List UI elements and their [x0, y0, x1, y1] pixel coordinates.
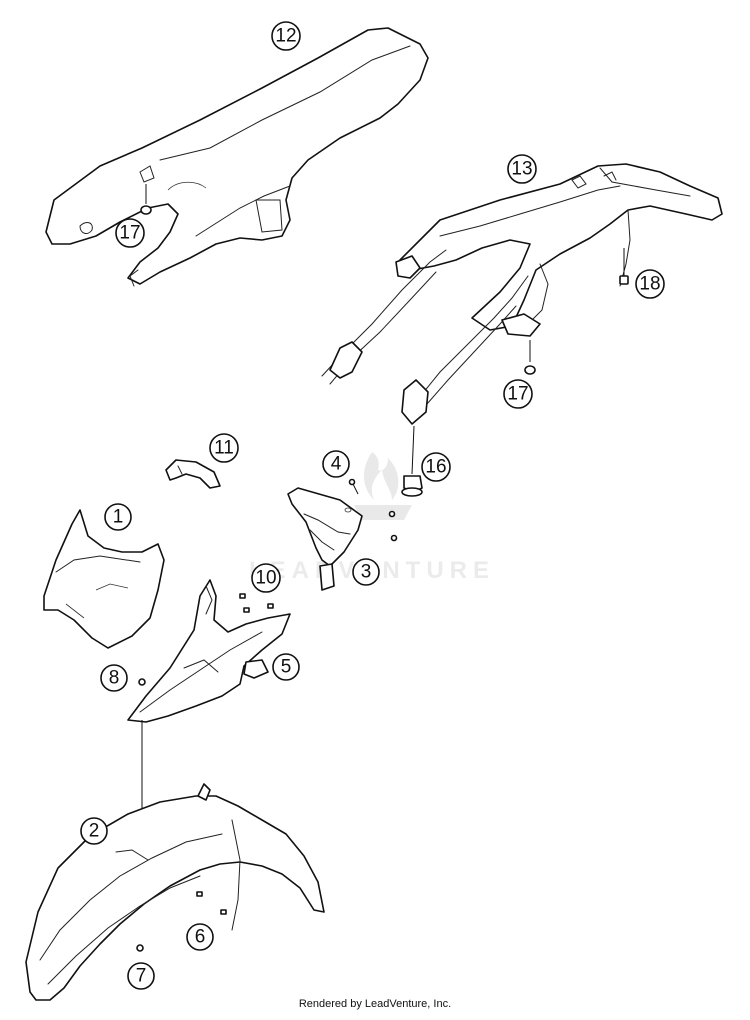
- callout-6: 6: [186, 923, 214, 951]
- svg-text:7: 7: [136, 966, 147, 987]
- callout-7: 7: [127, 962, 155, 990]
- callout-3: 3: [352, 558, 380, 586]
- callout-2: 2: [80, 817, 108, 845]
- part-16-rubber-mount: [401, 425, 423, 497]
- callout-5: 5: [272, 653, 300, 681]
- callout-10: 10: [251, 563, 281, 593]
- callout-11: 11: [209, 433, 239, 463]
- svg-text:8: 8: [109, 668, 120, 689]
- part-3-headlight-bracket: [287, 487, 363, 591]
- part-12-seat: [45, 27, 429, 287]
- part-4-screws: [348, 478, 398, 542]
- svg-text:3: 3: [361, 562, 372, 583]
- svg-text:17: 17: [507, 384, 528, 405]
- callout-8: 8: [100, 664, 128, 692]
- part-11-bracket: [165, 459, 221, 489]
- part-17-bushing-right: [524, 340, 536, 375]
- callouts: 1 2 3 4 5 6 7 8 10 11 12 13 16 17 17 18: [80, 21, 665, 990]
- part-1-headlight-mask: [43, 509, 165, 649]
- callout-1: 1: [104, 503, 132, 531]
- part-6-screws: [196, 891, 227, 915]
- svg-text:16: 16: [425, 457, 446, 478]
- part-17-bushing-seat: [140, 184, 152, 215]
- flame-logo-icon: [354, 452, 412, 520]
- callout-13: 13: [507, 154, 537, 184]
- part-18-screw: [619, 248, 629, 285]
- svg-text:1: 1: [113, 507, 124, 528]
- svg-text:4: 4: [331, 454, 342, 475]
- callout-17-seat: 17: [115, 218, 145, 248]
- svg-text:13: 13: [511, 159, 532, 180]
- svg-text:11: 11: [214, 438, 234, 459]
- svg-text:6: 6: [195, 927, 206, 948]
- svg-text:5: 5: [281, 657, 292, 678]
- part-2-front-fender: [25, 783, 325, 1001]
- part-7-screw: [136, 944, 144, 952]
- part-5-front-cover: [127, 579, 291, 723]
- svg-text:12: 12: [275, 26, 296, 47]
- callout-18: 18: [635, 269, 665, 299]
- svg-text:10: 10: [255, 568, 276, 589]
- callout-4: 4: [322, 450, 350, 478]
- callout-17-fender: 17: [503, 379, 533, 409]
- part-10-screws: [239, 593, 274, 613]
- callout-16: 16: [421, 452, 451, 482]
- footer-credit: Rendered by LeadVenture, Inc.: [298, 998, 452, 1010]
- callout-12: 12: [271, 21, 301, 51]
- svg-text:2: 2: [89, 821, 100, 842]
- svg-text:17: 17: [119, 223, 140, 244]
- svg-text:18: 18: [639, 274, 660, 295]
- part-8-screw: [138, 678, 146, 810]
- part-13-rear-fender: [321, 163, 723, 425]
